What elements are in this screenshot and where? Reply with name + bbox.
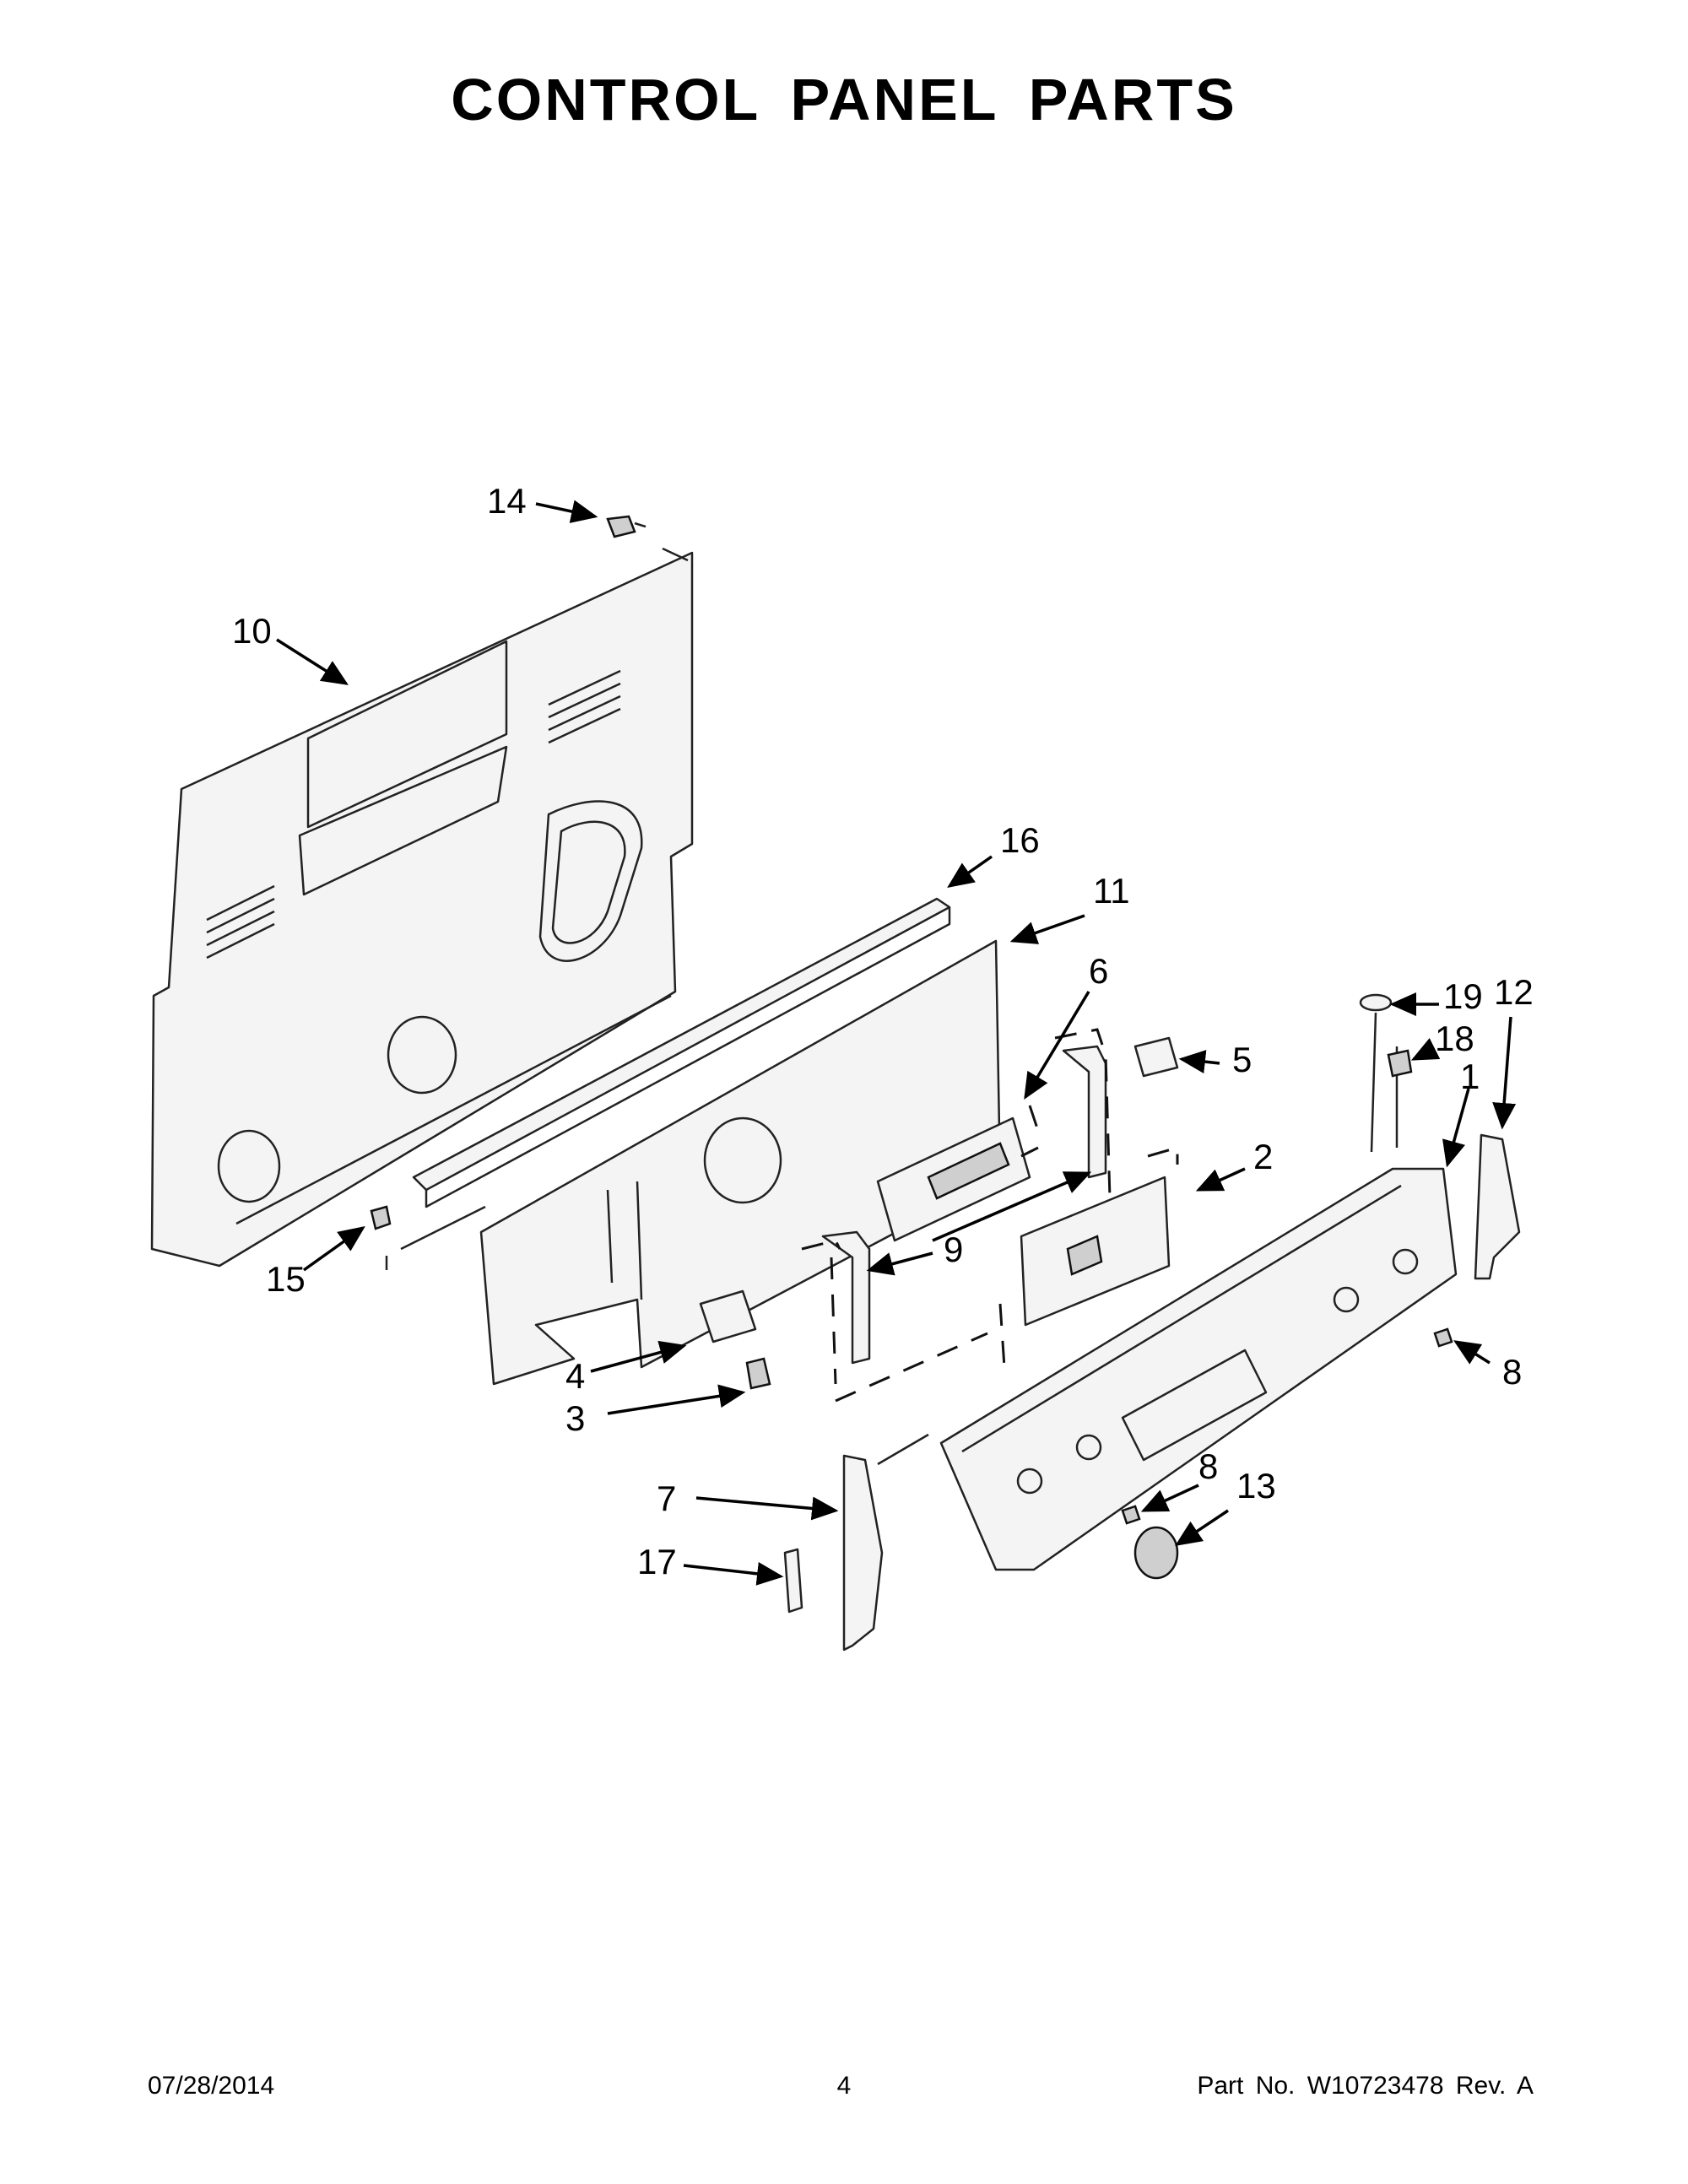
screw-part-14 [606,515,689,562]
callout-7: 7 [657,1479,676,1518]
footer-part-number: Part No. W10723478 Rev. A [1197,2072,1534,2100]
callout-11: 11 [1093,871,1130,911]
page-title: CONTROL PANEL PARTS [451,67,1237,132]
fastener-part-18 [1387,1049,1413,1078]
callout-3: 3 [565,1398,585,1438]
callout-2: 2 [1253,1137,1273,1176]
callout-14: 14 [487,481,527,521]
switch-part-4 [699,1289,771,1390]
callout-13: 13 [1236,1466,1276,1506]
console-part-1 [939,1012,1458,1571]
lower-shield-part-11 [479,939,1002,1386]
callout-10: 10 [232,611,272,651]
callout-9: 9 [944,1230,963,1269]
screw-part-15 [370,1205,486,1270]
callout-6: 6 [1089,951,1108,991]
footer-page-number: 4 [836,2072,852,2100]
screw-part-8 [1121,1327,1453,1525]
callout-5: 5 [1232,1040,1252,1079]
callout-labels: 14 10 16 11 6 5 19 12 18 1 2 9 15 4 3 8 … [232,481,1534,1581]
overlay-part-2 [998,1146,1179,1368]
rear-panel-part [150,551,694,1268]
end-cap-part-7 [842,1433,929,1652]
callout-1: 1 [1460,1057,1480,1096]
callout-15: 15 [266,1259,306,1299]
callout-16: 16 [1000,820,1040,860]
callout-8-lower: 8 [1198,1446,1218,1486]
control-board-part-6 [876,1105,1040,1242]
callout-8-right: 8 [1502,1352,1522,1392]
callout-4: 4 [565,1356,585,1396]
sensor-part-19 [1359,993,1393,1012]
leader-lines [276,500,1517,1586]
clip-part-17 [783,1548,803,1614]
bracket-part-9 [801,1028,1112,1403]
footer-date: 07/28/2014 [148,2072,275,2100]
knob-part-13 [1133,1526,1179,1580]
callout-17: 17 [637,1542,677,1581]
callout-18: 18 [1435,1019,1474,1058]
callout-12: 12 [1494,972,1534,1012]
relay-part-5 [1133,1036,1179,1078]
callout-19: 19 [1443,976,1483,1016]
bracket-strip-part-16 [412,897,951,1208]
end-cap-part-12 [1474,1133,1521,1280]
